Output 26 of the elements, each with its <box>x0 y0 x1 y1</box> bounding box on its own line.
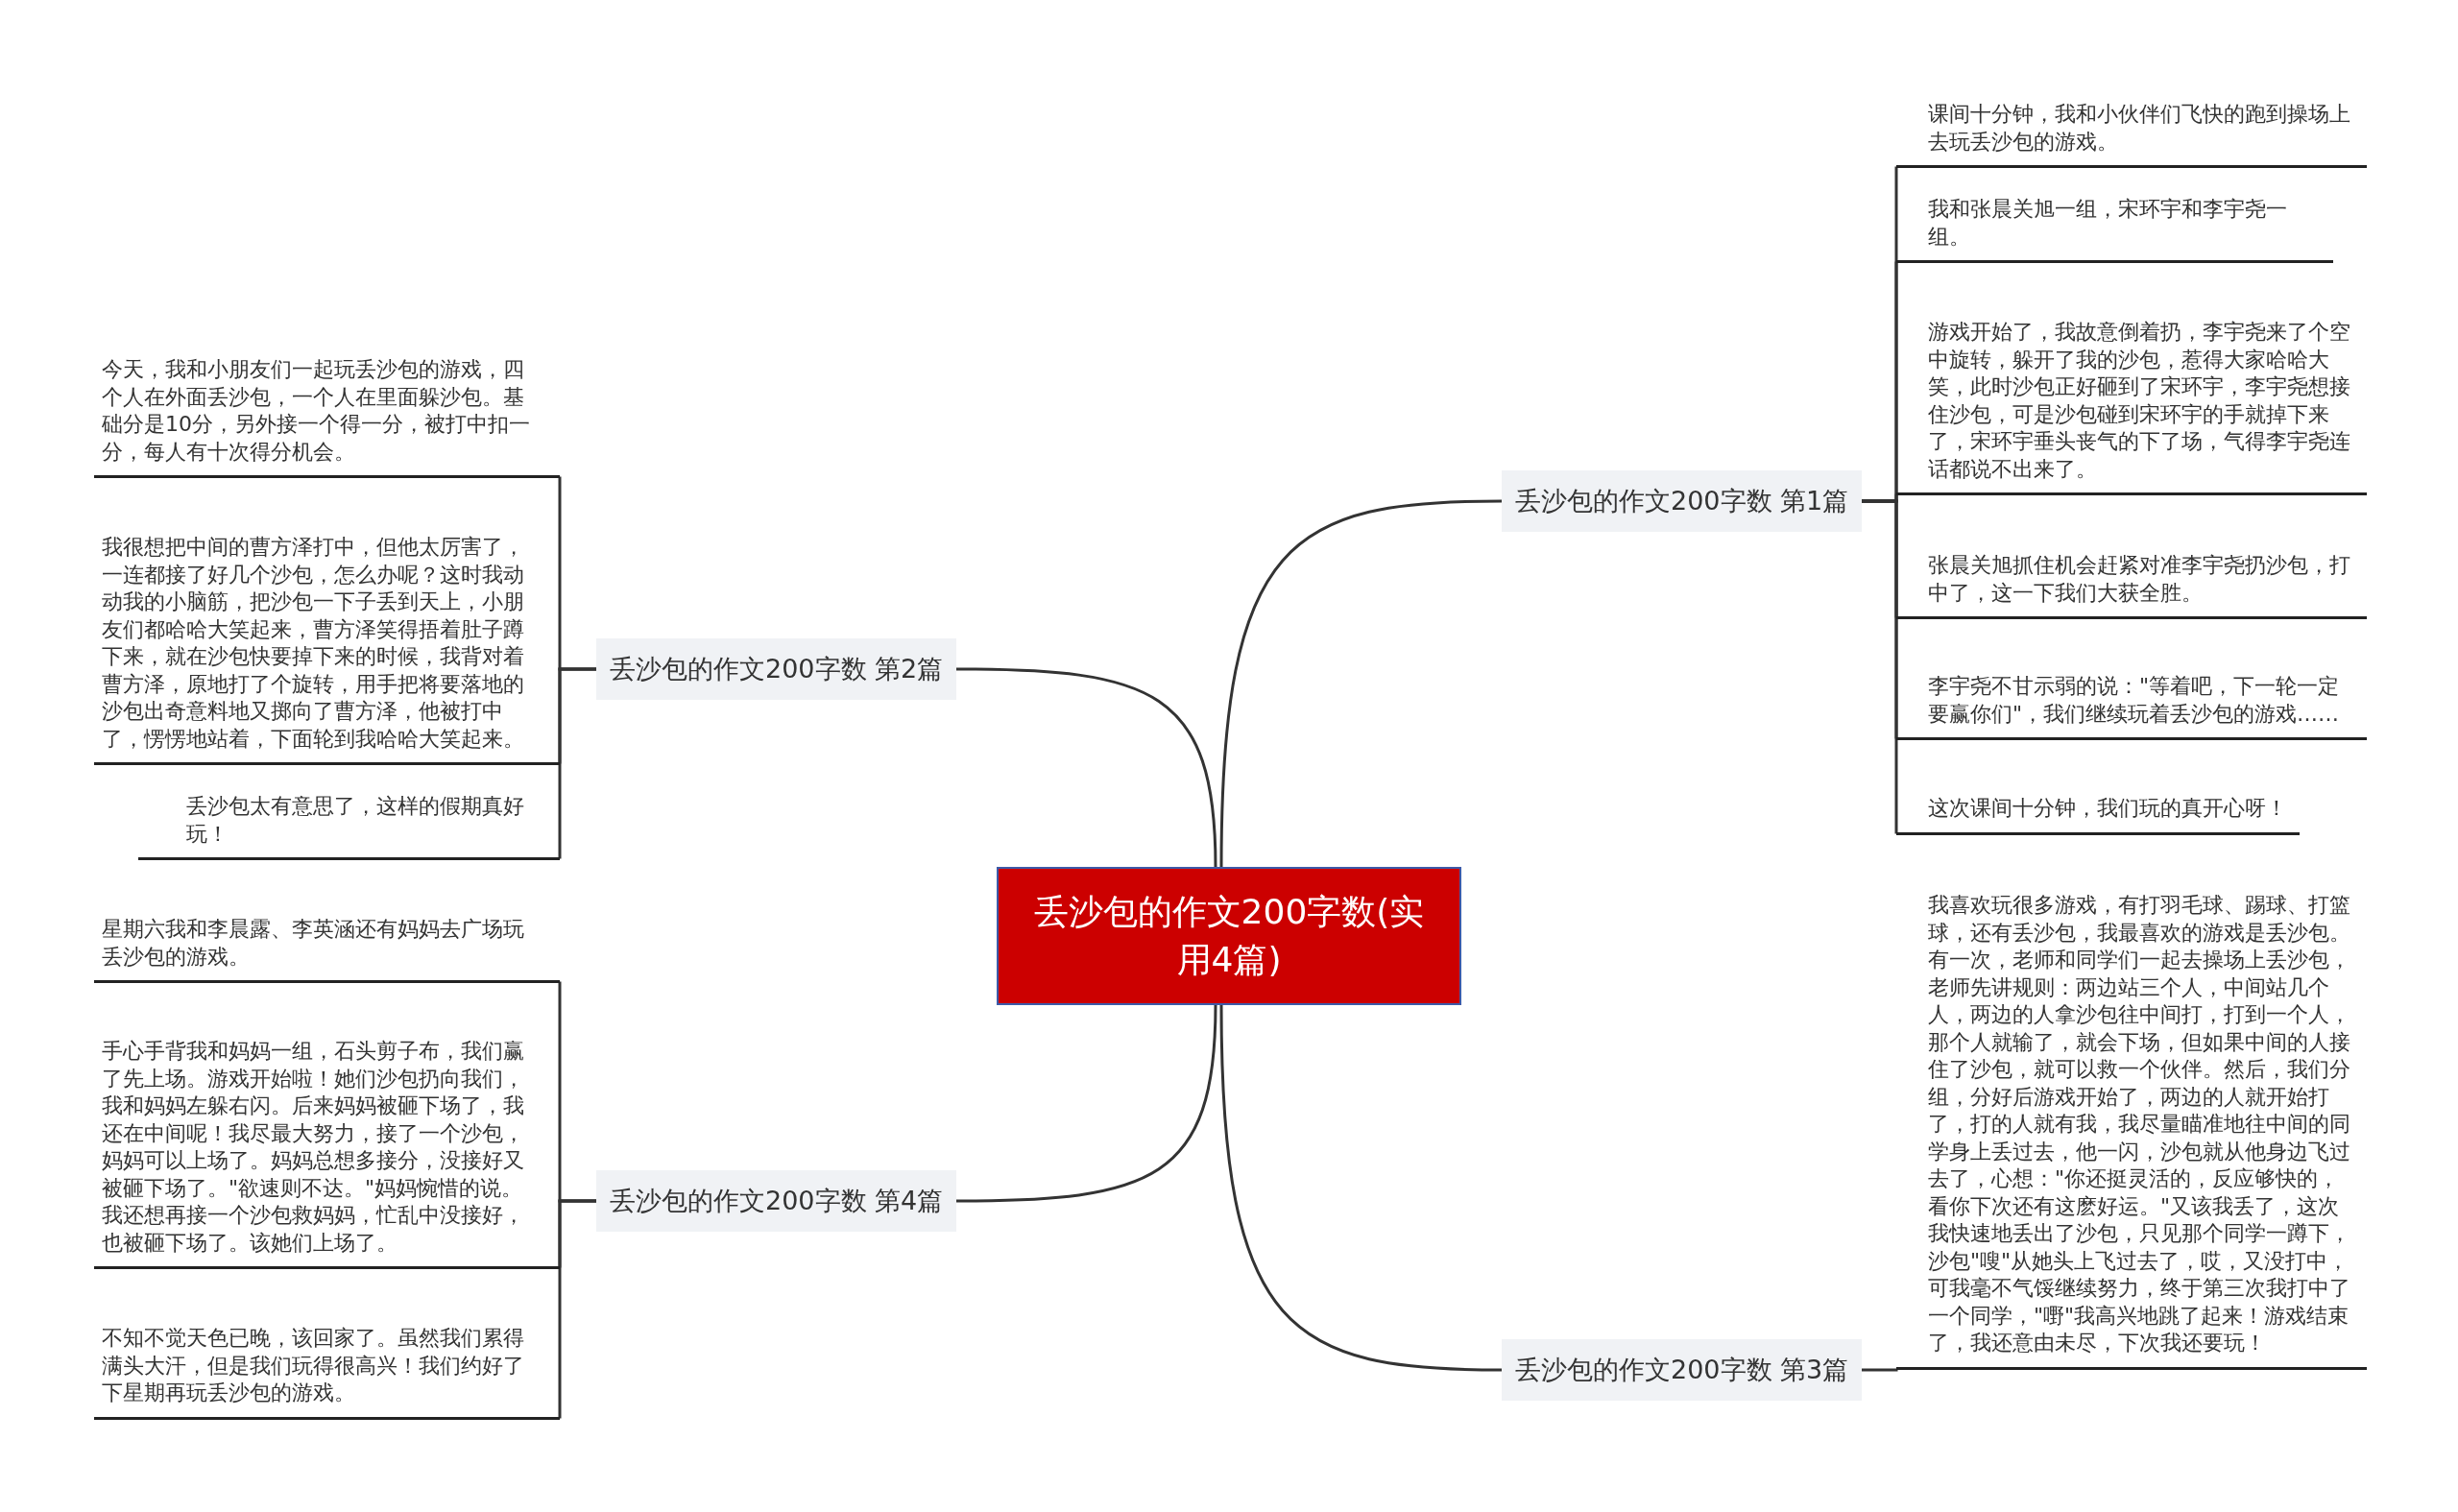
connector-line <box>1862 1367 1898 1372</box>
connector-line <box>1862 499 1898 834</box>
text-note: 这次课间十分钟，我们玩的真开心呀！ <box>1896 795 2300 835</box>
branch-topic: 丢沙包的作文200字数 第2篇 <box>596 638 957 700</box>
text-note: 李宇尧不甘示弱的说："等着吧，下一轮一定要赢你们"，我们继续玩着丢沙包的游戏…… <box>1896 673 2367 740</box>
branch-topic: 丢沙包的作文200字数 第4篇 <box>596 1170 957 1232</box>
connector-line <box>558 1199 596 1419</box>
text-note: 丢沙包太有意思了，这样的假期真好玩！ <box>138 793 560 860</box>
connector-line <box>956 667 1217 868</box>
connector-line <box>956 1004 1217 1203</box>
text-note: 张晨关旭抓住机会赶紧对准李宇尧扔沙包，打中了，这一下我们大获全胜。 <box>1896 552 2367 619</box>
text-note: 游戏开始了，我故意倒着扔，李宇尧来了个空中旋转，躲开了我的沙包，惹得大家哈哈大笑，此时沙包正好砸到了宋环宇，李宇尧想接住沙包，可是沙包碰到宋环宇的手就掉下来了，宋环宇垂头丧气的下了场，气得李宇尧连话都说不出来了。 <box>1896 319 2367 495</box>
text-note: 我很想把中间的曹方泽打中，但他太厉害了，一连都接了好几个沙包，怎么办呢？这时我动动我的小脑筋，把沙包一下子丢到天上，小朋友们都哈哈大笑起来，曹方泽笑得捂着肚子蹲下来，就在沙包快要掉下来的时候，我背对着曹方泽，原地打了个旋转，用手把将要落地的沙包出奇意料地又掷向了曹方泽，他被打中了，愣愣地站着，下面轮到我哈哈大笑起来。 <box>94 534 560 765</box>
connector-line <box>1219 1004 1503 1372</box>
branch-topic: 丢沙包的作文200字数 第3篇 <box>1502 1339 1863 1401</box>
text-note: 不知不觉天色已晚，该回家了。虽然我们累得满头大汗，但是我们玩得很高兴！我们约好了下星期再玩丢沙包的游戏。 <box>94 1325 560 1420</box>
text-note: 我和张晨关旭一组，宋环宇和李宇尧一组。 <box>1896 196 2333 263</box>
connector-line <box>1219 499 1503 868</box>
text-note: 我喜欢玩很多游戏，有打羽毛球、踢球、打篮球，还有丢沙包，我最喜欢的游戏是丢沙包。有一次，老师和同学们一起去操场上丢沙包，老师先讲规则：两边站三个人，中间站几个人，两边的人拿沙包往中间打，打到一个人，那个人就输了，就会下场，但如果中间的人接住了沙包，就可以救一个伙伴。然后，我们分组，分好后游戏开始了，两边的人就开始打了，打的人就有我，我尽量瞄准地往中间的同学身上丢过去，他一闪，沙包就从他身边飞过去了，心想："你还挺灵活的，反应够快的，看你下次还有这麽好运。"又该我丢了，这次我快速地丢出了沙包，只见那个同学一蹲下，沙包"嗖"从她头上飞过去了，哎，又没打中，可我毫不气馁继续努力，终于第三次我打中了一个同学，"嘢"我高兴地跳了起来！游戏结束了，我还意由未尽，下次我还要玩！ <box>1896 892 2367 1370</box>
central-topic: 丢沙包的作文200字数(实用4篇) <box>997 867 1461 1005</box>
text-note: 星期六我和李晨露、李英涵还有妈妈去广场玩丢沙包的游戏。 <box>94 916 560 983</box>
branch-topic: 丢沙包的作文200字数 第1篇 <box>1502 470 1863 532</box>
text-note: 今天，我和小朋友们一起玩丢沙包的游戏，四个人在外面丢沙包，一个人在里面躲沙包。基础分是10分，另外接一个得一分，被打中扣一分，每人有十次得分机会。 <box>94 356 560 478</box>
text-note: 课间十分钟，我和小伙伴们飞快的跑到操场上去玩丢沙包的游戏。 <box>1896 101 2367 168</box>
text-note: 手心手背我和妈妈一组，石头剪子布，我们赢了先上场。游戏开始啦！她们沙包扔向我们，我和妈妈左躲右闪。后来妈妈被砸下场了，我还在中间呢！我尽最大努力，接了一个沙包，妈妈可以上场了。妈妈总想多接分，没接好又被砸下场了。"欲速则不达。"妈妈惋惜的说。我还想再接一个沙包救妈妈，忙乱中没接好，也被砸下场了。该她们上场了。 <box>94 1038 560 1269</box>
connector-line <box>558 667 596 859</box>
